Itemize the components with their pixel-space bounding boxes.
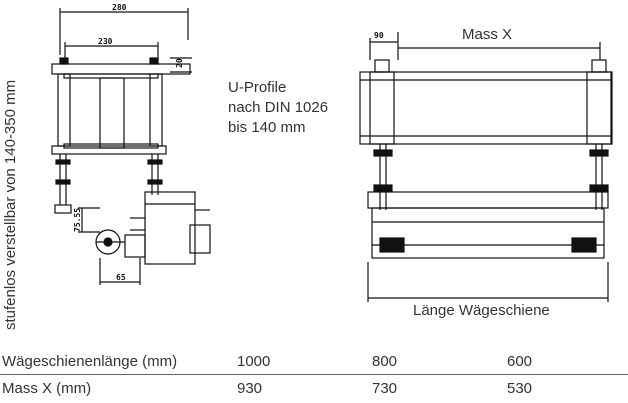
table-cell: 1000 — [237, 348, 372, 375]
table-cell: 530 — [507, 379, 533, 397]
table-cell: 800 — [372, 348, 507, 375]
dim-90: 90 — [374, 31, 384, 40]
spec-table: Wägeschienenlänge (mm) 1000 800 600 Mass… — [0, 348, 628, 401]
table-cell: Mass X (mm) — [2, 379, 92, 397]
dim-75-55: 75.55 — [73, 208, 82, 232]
technical-drawing: 280 230 20 75.55 65 90 — [51, 3, 613, 302]
dim-280: 280 — [112, 3, 127, 12]
table-row: Wägeschienenlänge (mm) 1000 800 600 — [0, 348, 628, 375]
u-profile-label-3: bis 140 mm — [228, 119, 306, 136]
dim-65: 65 — [116, 273, 126, 282]
dim-230: 230 — [98, 37, 113, 46]
u-profile-label-1: U-Profile — [228, 79, 287, 96]
mass-x-label: Mass X — [462, 26, 513, 43]
dim-20: 20 — [175, 58, 184, 68]
table-cell: 600 — [507, 348, 628, 375]
rail-beam — [359, 71, 613, 145]
vertical-adjust-label: stufenlos verstellbar von 140-350 mm — [2, 79, 19, 330]
carriage — [371, 207, 605, 259]
i-beam — [99, 77, 125, 149]
table-cell: 930 — [237, 379, 263, 397]
table-cell: 730 — [372, 379, 398, 397]
table-cell: Wägeschienenlänge (mm) — [0, 348, 237, 375]
top-plate — [51, 63, 191, 75]
u-profile-label-2: nach DIN 1026 — [228, 99, 329, 116]
rail-block — [144, 191, 196, 265]
table-row: Mass X (mm) 930 730 530 — [0, 375, 628, 402]
laenge-label: Länge Wägeschiene — [413, 302, 550, 319]
